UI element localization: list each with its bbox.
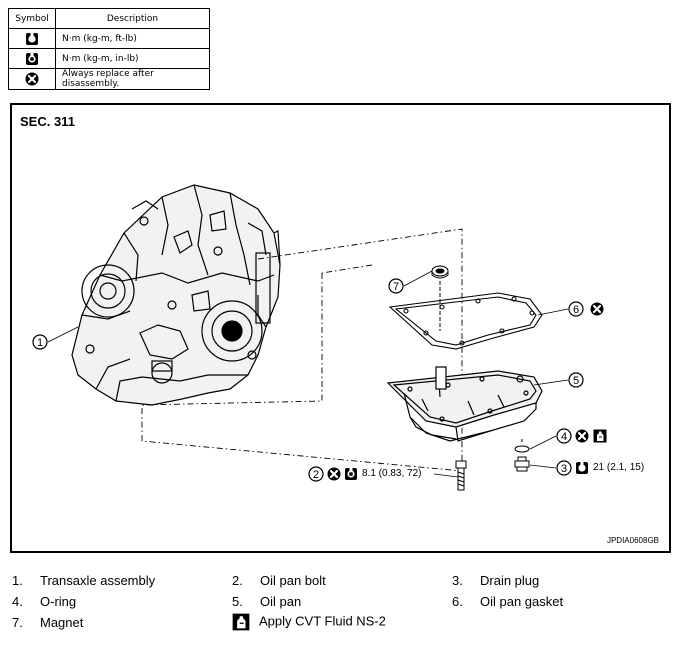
exploded-view-figure: SEC. 311	[10, 103, 671, 553]
exploded-view-drawing: 1 7 6 5 4 3 2	[32, 184, 607, 491]
apply-fluid-text: Apply CVT Fluid NS-2	[259, 613, 386, 629]
figure-id: JPDIA0608GB	[606, 536, 659, 545]
callout-5: 5	[568, 372, 584, 388]
symbol-column-header: Symbol	[8, 8, 56, 29]
svg-text:1: 1	[37, 337, 43, 349]
torque-wrench-icon	[576, 461, 588, 474]
symbol-row: N·m (kg-m, in-lb)	[8, 48, 210, 69]
list-item: 7. Magnet	[12, 615, 83, 630]
part-number: 7.	[12, 615, 23, 630]
callout-7: 7	[388, 278, 404, 294]
part-name: Magnet	[40, 615, 84, 630]
always-replace-icon	[575, 429, 589, 443]
symbol-row: Always replace after disassembly.	[8, 68, 210, 90]
svg-text:4: 4	[561, 431, 567, 443]
callout-4: 4	[556, 428, 572, 444]
always-replace-icon	[327, 467, 341, 481]
callout-3: 3	[556, 460, 572, 476]
parts-legend: 1. Transaxle assembly 2. Oil pan bolt 3. Dr…	[12, 573, 672, 639]
part-number: 1.	[12, 573, 23, 588]
part-name: Oil pan	[260, 594, 302, 609]
part-number: 5.	[232, 594, 243, 609]
leader-lines	[47, 270, 569, 478]
fluid-bottle-icon	[593, 429, 607, 443]
torque-wrench-small-icon	[26, 51, 38, 65]
symbol-description: Always replace after disassembly.	[55, 68, 210, 90]
part-name: O-ring	[40, 594, 77, 609]
magnet-drawing	[431, 265, 449, 331]
always-replace-icon	[25, 72, 39, 86]
oil-pan-gasket-drawing	[388, 292, 543, 350]
part-name: Oil pan gasket	[480, 594, 564, 609]
symbol-description: N·m (kg-m, in-lb)	[55, 48, 210, 69]
symbol-legend-table: Symbol Description N·m (kg-m, ft-lb) N·m…	[8, 8, 210, 90]
svg-text:3: 3	[561, 463, 567, 475]
drain-plug-torque: 21 (2.1, 15)	[593, 462, 645, 473]
callout-6: 6	[568, 301, 584, 317]
apply-fluid-note: Apply CVT Fluid NS-2	[232, 613, 386, 631]
list-item: 4. O-ring	[12, 594, 76, 609]
list-item: 3. Drain plug	[452, 573, 539, 588]
part-name: Transaxle assembly	[40, 573, 156, 588]
part-number: 3.	[452, 573, 463, 588]
list-item: 2. Oil pan bolt	[232, 573, 326, 588]
svg-text:7: 7	[393, 281, 399, 293]
torque-wrench-small-icon	[345, 467, 357, 480]
description-column-header: Description	[55, 8, 210, 29]
callout-circles: 1 7 6 5 4 3 2	[32, 278, 584, 482]
list-item: 5. Oil pan	[232, 594, 301, 609]
part-number: 6.	[452, 594, 463, 609]
symbol-row: N·m (kg-m, ft-lb)	[8, 28, 210, 49]
always-replace-icon	[590, 302, 604, 316]
symbol-table-header: Symbol Description	[8, 8, 210, 29]
part-name: Oil pan bolt	[260, 573, 326, 588]
drain-plug-drawing	[514, 456, 530, 472]
section-label: SEC. 311	[20, 114, 75, 129]
oil-pan-bolt-torque: 8.1 (0.83, 72)	[362, 468, 422, 479]
oil-pan-drawing	[386, 366, 543, 442]
callout-2: 2	[308, 466, 324, 482]
list-item: 1. Transaxle assembly	[12, 573, 155, 588]
transaxle-assembly-drawing	[71, 184, 281, 406]
oil-pan-bolt-drawing	[455, 460, 467, 491]
part-number: 2.	[232, 573, 243, 588]
o-ring-drawing	[514, 439, 530, 453]
svg-text:6: 6	[573, 304, 579, 316]
part-number: 4.	[12, 594, 23, 609]
svg-text:2: 2	[313, 469, 319, 481]
callout-1: 1	[32, 334, 48, 350]
svg-text:5: 5	[573, 375, 579, 387]
part-name: Drain plug	[480, 573, 540, 588]
list-item: 6. Oil pan gasket	[452, 594, 563, 609]
torque-wrench-icon	[26, 31, 38, 45]
symbol-description: N·m (kg-m, ft-lb)	[55, 28, 210, 49]
fluid-bottle-icon	[232, 613, 250, 631]
